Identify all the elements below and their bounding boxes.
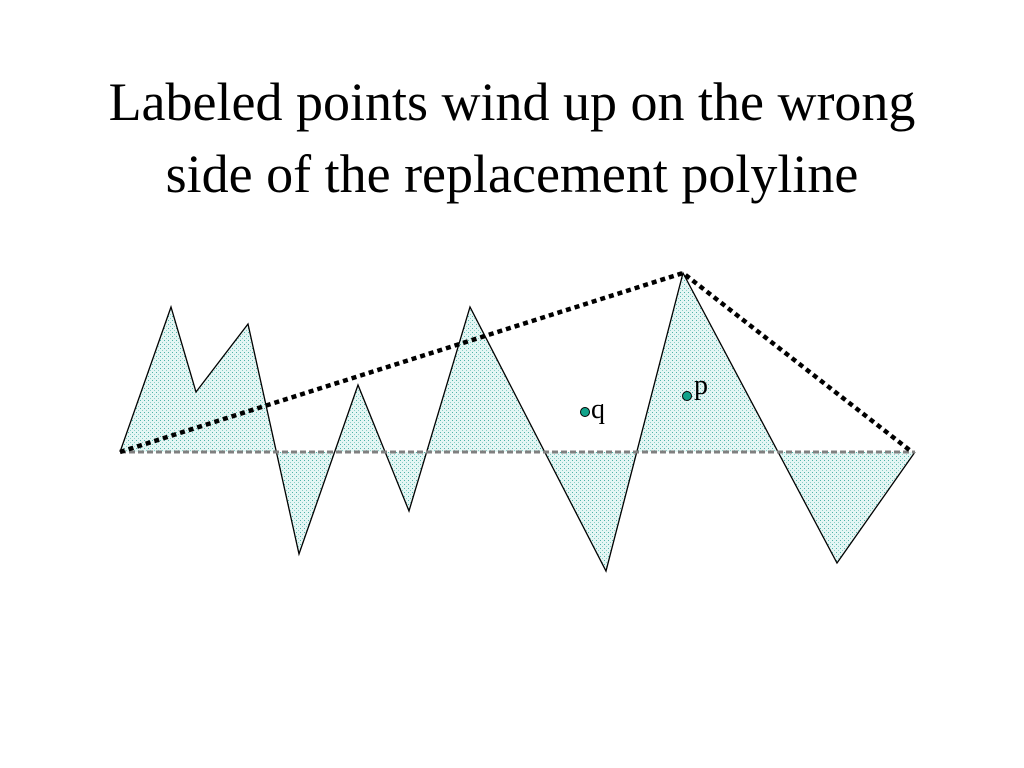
point-p-label: p [694,370,708,401]
slide-title: Labeled points wind up on the wrong side… [0,66,1024,210]
title-line-2: side of the replacement polyline [165,144,859,204]
point-q-label: q [591,394,605,425]
point-p [682,391,692,401]
original-polyline [119,271,916,573]
shaded-region [120,273,915,571]
replacement-polyline [119,270,914,455]
point-q [580,407,590,417]
title-line-1: Labeled points wind up on the wrong [108,72,916,132]
